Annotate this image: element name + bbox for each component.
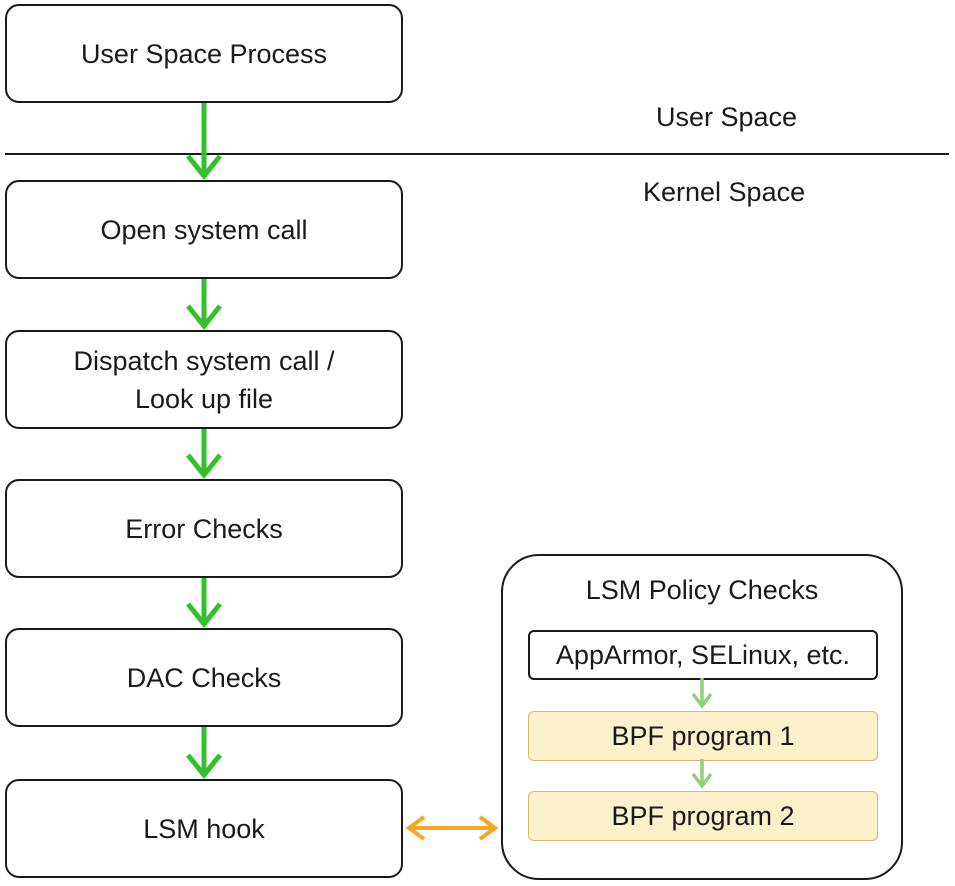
flow-arrow-dac-to-lsm-hook (186, 727, 222, 780)
dispatch-line-1: Dispatch system call / (73, 345, 335, 376)
lsm-modules-box: AppArmor, SELinux, etc. (528, 630, 878, 680)
lsm-hook-label: LSM hook (143, 813, 265, 844)
dispatch-line-2: Look up file (134, 383, 274, 414)
lsm-policy-checks-group: LSM Policy Checks AppArmor, SELinux, etc… (501, 554, 903, 880)
open-system-call-label: Open system call (100, 214, 308, 245)
dac-checks-label: DAC Checks (126, 662, 282, 693)
error-checks-box: Error Checks (5, 479, 403, 578)
lsm-hook-box: LSM hook (5, 779, 403, 878)
bpf-program-1-label: BPF program 1 (611, 720, 795, 751)
lsm-modules-label: AppArmor, SELinux, etc. (555, 639, 851, 670)
inner-arrow-bpf1-to-bpf2 (691, 759, 713, 789)
user-space-process-label: User Space Process (80, 38, 328, 69)
user-kernel-divider (5, 153, 949, 155)
user-space-process-box: User Space Process (5, 4, 403, 103)
bidirectional-arrow-hook-policy (405, 815, 499, 841)
lsm-policy-checks-title: LSM Policy Checks (585, 575, 819, 605)
flow-arrow-user-to-open (186, 103, 222, 181)
kernel-space-label: Kernel Space (643, 177, 806, 207)
open-system-call-box: Open system call (5, 180, 403, 279)
dispatch-system-call-label: Dispatch system call / Look up file (73, 342, 334, 418)
dac-checks-box: DAC Checks (5, 628, 403, 727)
flow-arrow-open-to-dispatch (186, 279, 222, 331)
flow-arrow-error-to-dac (186, 578, 222, 629)
dispatch-system-call-box: Dispatch system call / Look up file (5, 330, 403, 429)
flow-arrow-dispatch-to-error (186, 429, 222, 480)
inner-arrow-modules-to-bpf1 (691, 678, 713, 709)
user-space-label: User Space (656, 102, 798, 132)
error-checks-label: Error Checks (125, 513, 283, 544)
bpf-program-2-label: BPF program 2 (611, 800, 795, 831)
bpf-program-1-box: BPF program 1 (528, 711, 878, 761)
bpf-program-2-box: BPF program 2 (528, 791, 878, 841)
